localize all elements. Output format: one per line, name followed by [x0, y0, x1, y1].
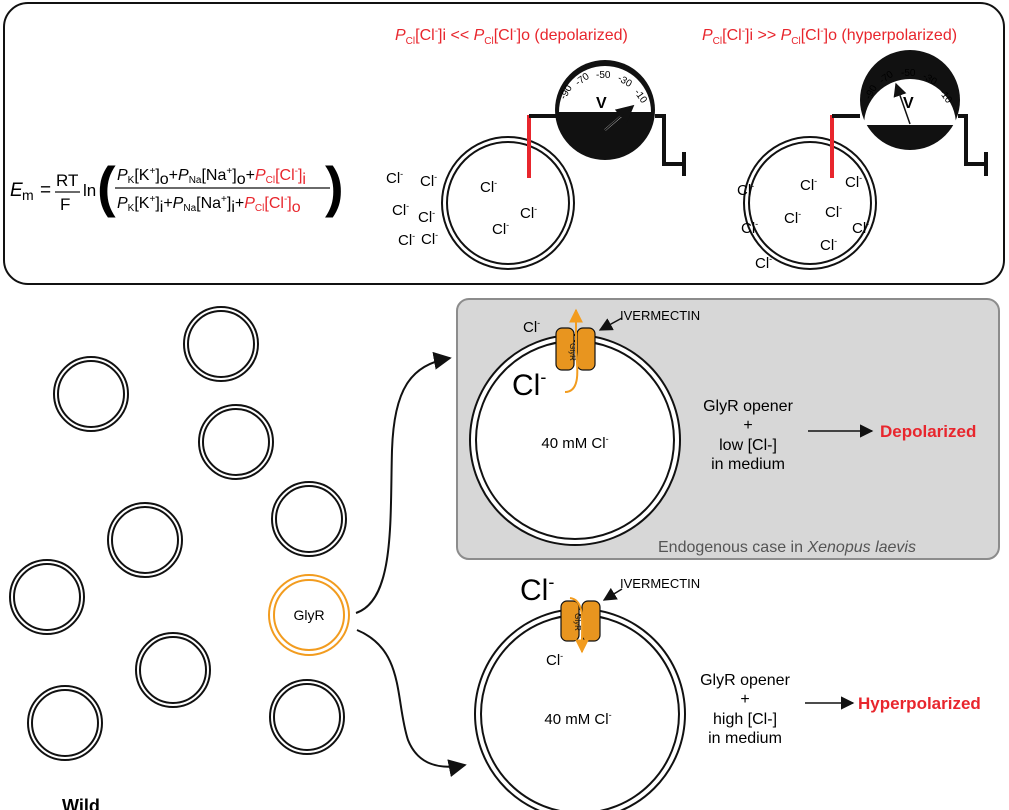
- svg-text:PK[K+]o+PNa[Na+]o+PCl[Cl-]i: PK[K+]o+PNa[Na+]o+PCl[Cl-]i: [117, 166, 306, 188]
- chloride-ion: Cl-: [418, 208, 435, 226]
- tick-label: -50: [901, 68, 916, 79]
- cell-outer-membrane: [441, 136, 575, 270]
- wild-type-label: Wild: [62, 796, 100, 810]
- cell-inner-membrane: [446, 141, 570, 265]
- chloride-ion: Cl-: [420, 172, 437, 190]
- voltmeter-letter: V: [596, 95, 607, 112]
- chloride-influx-arrow: [569, 597, 589, 654]
- svg-text:+: +: [743, 417, 752, 434]
- chloride-ion: Cl-: [523, 318, 540, 336]
- svg-text:in medium: in medium: [708, 730, 782, 747]
- arrow-to-depolarized: [355, 351, 452, 614]
- voltmeter-letter: V: [903, 95, 914, 112]
- left-paren: (: [97, 155, 116, 218]
- depolarized-cell-setup: V -90 -70 -50 -30 -10: [441, 60, 686, 270]
- cell: [9, 559, 85, 635]
- chloride-concentration-label: 40 mM Cl-: [544, 710, 611, 728]
- cell: [53, 356, 129, 432]
- arrow-to-hyperpolarized: [356, 629, 467, 777]
- hyperpolarized-case-label: PCl[Cl-]i >> PCl[Cl-]o (hyperpolarized): [702, 26, 957, 47]
- chloride-ion: Cl-: [820, 236, 837, 254]
- hyperpolarized-cell-setup: V -90 -70 -50 -30 -10: [743, 50, 988, 270]
- chloride-ion: Cl-: [825, 203, 842, 221]
- depolarized-experiment-cell: [469, 334, 681, 546]
- chloride-ion: Cl-: [784, 209, 801, 227]
- glyr-channel-top: GlyR: [555, 308, 596, 393]
- chloride-ion: Cl-: [392, 201, 409, 219]
- chloride-ion-large: Cl-: [512, 367, 546, 402]
- em-symbol: E: [10, 180, 23, 201]
- svg-text:+: +: [740, 691, 749, 708]
- svg-text:GlyR opener: GlyR opener: [700, 672, 790, 689]
- chloride-ion: Cl-: [492, 220, 509, 238]
- chloride-ion: Cl-: [421, 230, 438, 248]
- hyperpolarized-condition: GlyR opener + high [Cl-] in medium: [700, 672, 790, 747]
- cell: [27, 685, 103, 761]
- glyr-channel-bottom: GlyR: [560, 597, 601, 654]
- equals-sign: =: [40, 180, 51, 201]
- svg-text:GlyR opener: GlyR opener: [703, 398, 793, 415]
- goldman-equation: E m = RT F ln ( ) PK[K+]o+PNa[Na+]o+PCl[…: [10, 155, 344, 218]
- tick-label: -50: [596, 70, 611, 81]
- depolarized-result: Depolarized: [880, 422, 976, 441]
- depolarized-condition: GlyR opener + low [Cl-] in medium: [703, 398, 793, 473]
- f-label: F: [60, 195, 70, 214]
- ivermectin-label: IVERMECTIN: [620, 576, 700, 591]
- endogenous-caption: Endogenous case in Xenopus laevis: [658, 539, 916, 556]
- chloride-ion: Cl-: [800, 176, 817, 194]
- glyr-expressing-cell: GlyR: [268, 574, 350, 656]
- wild-type-cells: [9, 306, 347, 761]
- cell-inner-membrane: [748, 141, 872, 265]
- chloride-ion: Cl-: [737, 181, 754, 199]
- chloride-ion: Cl-: [386, 169, 403, 187]
- chloride-efflux-arrow: [564, 308, 583, 393]
- svg-text:in medium: in medium: [711, 456, 785, 473]
- svg-text:high [Cl-]: high [Cl-]: [713, 711, 777, 728]
- chloride-ion: Cl-: [398, 231, 415, 249]
- ivermectin-label: IVERMECTIN: [620, 308, 700, 323]
- ivermectin-arrow: [602, 587, 623, 601]
- cell: [271, 481, 347, 557]
- chloride-ion: Cl-: [755, 254, 772, 272]
- svg-text:low [Cl-]: low [Cl-]: [719, 437, 777, 454]
- cell: [107, 502, 183, 578]
- chloride-ion: Cl-: [852, 219, 869, 237]
- ivermectin-arrow: [598, 317, 623, 331]
- rt-label: RT: [56, 171, 78, 190]
- ln-label: ln: [83, 181, 96, 200]
- svg-text:PK[K+]i+PNa[Na+]i+PCl[Cl-]o: PK[K+]i+PNa[Na+]i+PCl[Cl-]o: [117, 194, 301, 216]
- chloride-ion: Cl-: [480, 178, 497, 196]
- channel-label: GlyR: [568, 343, 577, 361]
- depolarized-case-label: PCl[Cl-]i << PCl[Cl-]o (depolarized): [395, 26, 628, 47]
- chloride-concentration-label: 40 mM Cl-: [541, 434, 608, 452]
- cell: [135, 632, 211, 708]
- hyperpolarized-experiment-cell: [474, 608, 686, 810]
- cell-outer-membrane: [743, 136, 877, 270]
- chloride-ion: Cl-: [845, 173, 862, 191]
- chloride-ion-large: Cl-: [520, 572, 554, 607]
- ground-wire: [655, 114, 684, 166]
- right-paren: ): [325, 155, 344, 218]
- chloride-ions-top: Cl- Cl- Cl- Cl- Cl- Cl- Cl- Cl- Cl- Cl- …: [386, 169, 869, 272]
- ground-wire: [958, 114, 986, 166]
- glyr-cell-label: GlyR: [293, 607, 324, 623]
- hyperpolarized-result: Hyperpolarized: [858, 694, 981, 713]
- chloride-ion: Cl-: [741, 219, 758, 237]
- cell: [183, 306, 259, 382]
- channel-label: GlyR: [573, 613, 582, 631]
- chloride-ion: Cl-: [520, 204, 537, 222]
- cell: [269, 679, 345, 755]
- em-sub: m: [22, 187, 34, 203]
- chloride-ion: Cl-: [546, 651, 563, 669]
- cell: [198, 404, 274, 480]
